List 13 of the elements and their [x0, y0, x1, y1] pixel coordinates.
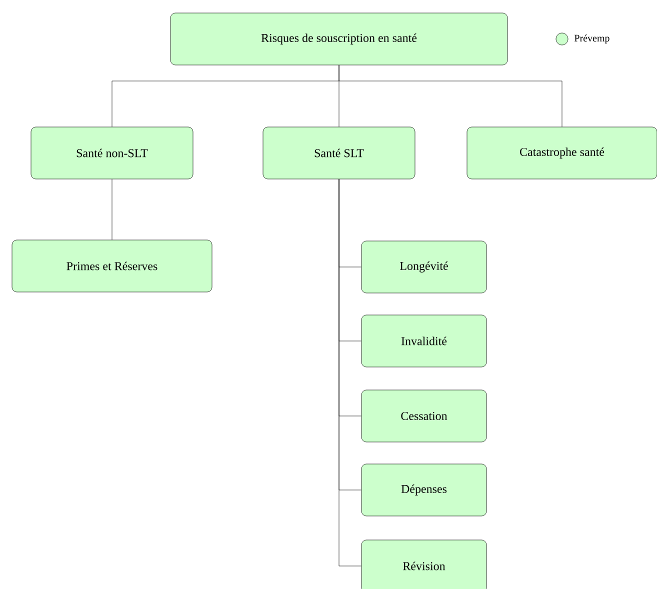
category-box: Primes et Réserves	[12, 240, 212, 292]
category-box: Santé non-SLT	[30, 126, 194, 180]
legend-label: Prévemp	[574, 34, 610, 44]
category-box: Dépenses	[361, 464, 487, 516]
category-box: Longévité	[361, 240, 487, 294]
connector	[338, 179, 362, 566]
category-box: Révision	[361, 540, 487, 589]
connector	[338, 65, 562, 127]
category-box: Cessation	[361, 390, 487, 442]
category-box: Santé SLT	[262, 126, 416, 180]
category-box: Risques de souscription en santé	[170, 12, 508, 66]
category-box: Invalidité	[361, 314, 487, 368]
category-box: Catastrophe santé	[466, 126, 657, 180]
